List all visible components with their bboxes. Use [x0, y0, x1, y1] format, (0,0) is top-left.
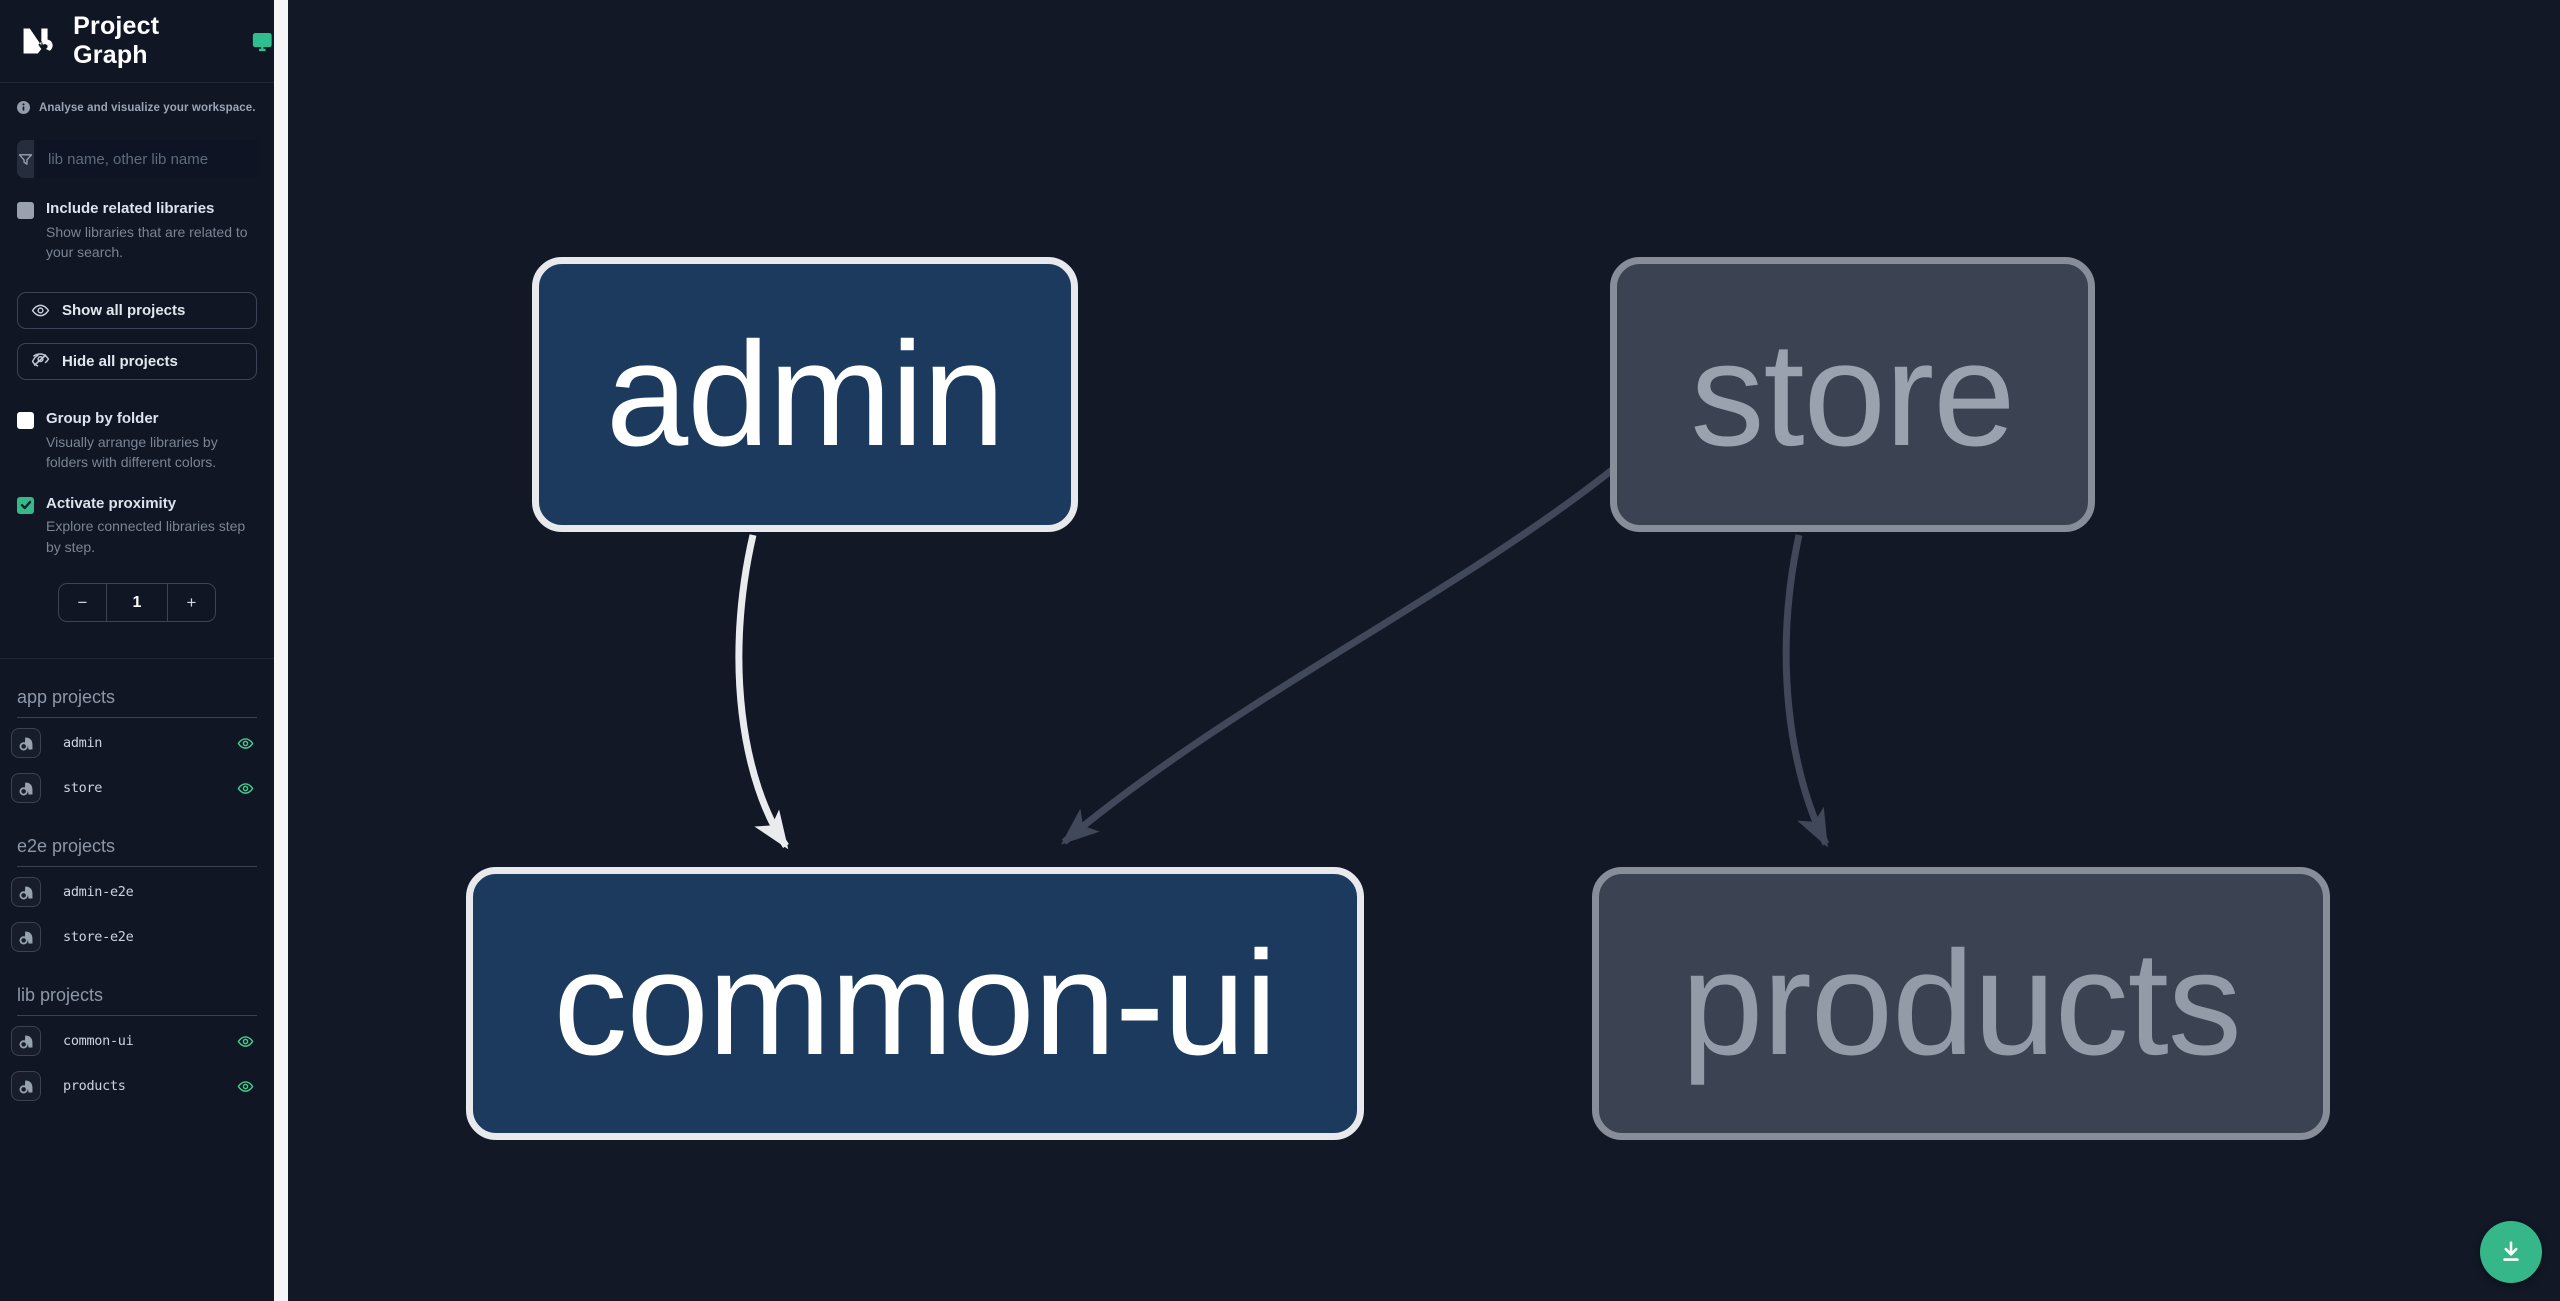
- project-row-products: products: [11, 1066, 257, 1106]
- activate-proximity-label: Activate proximity: [46, 494, 177, 512]
- eye-icon: [31, 304, 50, 317]
- info-icon: [17, 101, 30, 114]
- download-icon: [2503, 1241, 2519, 1261]
- activate-proximity-block: Activate proximity Explore connected lib…: [17, 495, 257, 557]
- focus-icon: [19, 930, 32, 944]
- section-title: lib projects: [17, 957, 257, 1017]
- activate-proximity-checkbox[interactable]: [17, 496, 34, 514]
- search-box: [17, 140, 259, 178]
- check-icon: [20, 500, 31, 510]
- hide-all-projects-label: Hide all projects: [62, 353, 178, 371]
- graph-node-store[interactable]: store: [1610, 257, 2095, 532]
- workspace-tagline-row: Analyse and visualize your workspace.: [0, 83, 274, 114]
- project-row-store-e2e: store-e2e: [11, 917, 257, 957]
- focus-icon: [19, 736, 32, 750]
- sidebar-divider: [0, 658, 274, 660]
- proximity-decrement-button[interactable]: −: [59, 584, 106, 621]
- eye-off-icon: [31, 353, 50, 368]
- show-all-projects-button[interactable]: Show all projects: [17, 292, 257, 330]
- monitor-icon: [253, 32, 273, 51]
- project-name: store: [63, 780, 103, 797]
- eye-icon[interactable]: [237, 1033, 254, 1050]
- sidebar-resize-divider[interactable]: [274, 0, 288, 1301]
- sidebar: Project Graph Analyse and visualize your…: [0, 0, 274, 1301]
- project-row-admin-e2e: admin-e2e: [11, 872, 257, 912]
- section-title: e2e projects: [17, 808, 257, 868]
- group-by-folder-description: Visually arrange libraries by folders wi…: [46, 434, 218, 471]
- focus-project-button[interactable]: [11, 773, 41, 804]
- section-title: app projects: [17, 659, 257, 719]
- graph-node-products[interactable]: products: [1592, 867, 2330, 1140]
- section-lib-projects: lib projects common-ui products: [0, 957, 274, 1106]
- include-related-checkbox[interactable]: [17, 202, 34, 219]
- include-related-description: Show libraries that are related to your …: [46, 223, 248, 261]
- focus-project-button[interactable]: [11, 877, 41, 908]
- show-all-projects-label: Show all projects: [62, 302, 186, 320]
- activate-proximity-description: Explore connected libraries step by step…: [46, 518, 246, 555]
- group-by-folder-label: Group by folder: [46, 410, 159, 428]
- sidebar-header: Project Graph: [0, 0, 274, 83]
- project-row-admin: admin: [11, 723, 257, 763]
- include-related-label: Include related libraries: [46, 200, 215, 217]
- project-row-common-ui: common-ui: [11, 1021, 257, 1061]
- project-name: common-ui: [63, 1033, 134, 1050]
- focus-icon: [19, 1079, 32, 1093]
- proximity-increment-button[interactable]: +: [168, 584, 215, 621]
- project-name: admin: [63, 735, 103, 752]
- workspace-tagline: Analyse and visualize your workspace.: [39, 101, 256, 114]
- eye-icon[interactable]: [237, 1078, 254, 1095]
- focus-project-button[interactable]: [11, 728, 41, 759]
- project-row-store: store: [11, 768, 257, 808]
- graph-node-common-ui[interactable]: common-ui: [466, 867, 1364, 1140]
- focus-icon: [19, 1034, 32, 1048]
- group-by-folder-checkbox[interactable]: [17, 412, 34, 430]
- section-e2e-projects: e2e projects admin-e2e store-e2e: [0, 808, 274, 957]
- download-graph-button[interactable]: [2480, 1221, 2542, 1283]
- focus-project-button[interactable]: [11, 1071, 41, 1102]
- filter-icon: [18, 153, 33, 165]
- filter-icon-cell: [17, 140, 34, 178]
- nx-logo: [23, 28, 53, 54]
- focus-project-button[interactable]: [11, 1026, 41, 1057]
- focus-icon: [19, 885, 32, 899]
- proximity-value: 1: [106, 584, 168, 622]
- eye-icon[interactable]: [237, 735, 254, 752]
- page-title: Project Graph: [73, 12, 160, 69]
- project-name: admin-e2e: [63, 884, 134, 901]
- project-name: products: [63, 1078, 126, 1095]
- group-by-folder-block: Group by folder Visually arrange librari…: [17, 410, 257, 472]
- proximity-stepper: − 1 +: [58, 583, 216, 623]
- hide-all-projects-button[interactable]: Hide all projects: [17, 343, 257, 381]
- focus-icon: [19, 781, 32, 795]
- section-app-projects: app projects admin store: [0, 659, 274, 808]
- search-input[interactable]: [36, 140, 259, 178]
- include-related-block: Include related libraries Show libraries…: [17, 200, 257, 262]
- project-name: store-e2e: [63, 929, 134, 946]
- eye-icon[interactable]: [237, 780, 254, 797]
- graph-node-admin[interactable]: admin: [532, 257, 1078, 532]
- focus-project-button[interactable]: [11, 922, 41, 953]
